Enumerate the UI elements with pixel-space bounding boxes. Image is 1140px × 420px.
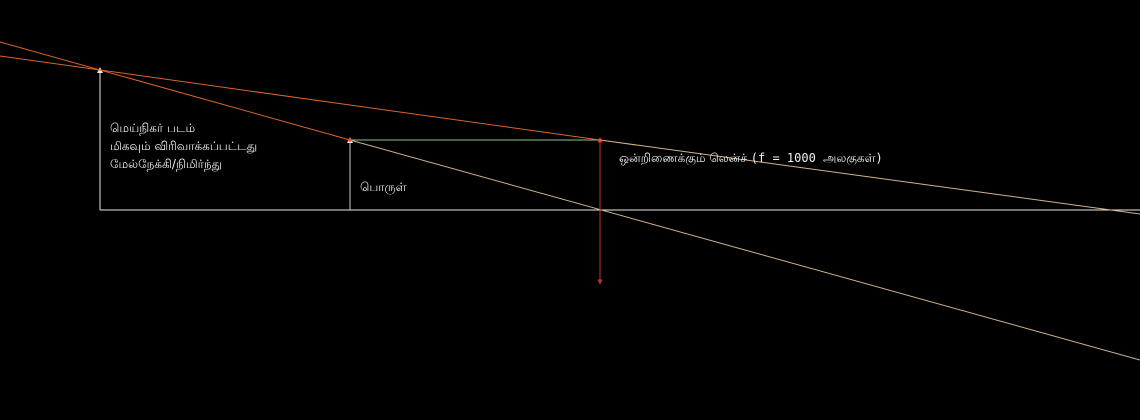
object-label: பொருள்	[360, 180, 407, 194]
refracted-ray	[599, 139, 1140, 215]
image-label-line2: மிகவும் விரிவாக்கப்பட்டது	[110, 139, 258, 153]
object-tip-marker	[348, 138, 352, 142]
lens-label: ஒன்றிணைக்கும் லென்ச் (f = 1000 அலகுகள்)	[619, 150, 883, 167]
central-ray	[349, 139, 1140, 361]
image-label-line3: மேல்நேக்கி/நிமிர்ந்து	[110, 157, 223, 171]
image-label-line1: மெய்நிகர் படம்	[110, 121, 196, 135]
lens-top-marker	[598, 138, 602, 142]
refracted-ray-extension	[0, 55, 601, 141]
lens-name: ஒன்றிணைக்கும் லென்ச்	[619, 151, 747, 165]
lens-focal-length: (f = 1000 அலகுகள்)	[750, 151, 883, 165]
central-ray-extension	[0, 41, 351, 141]
